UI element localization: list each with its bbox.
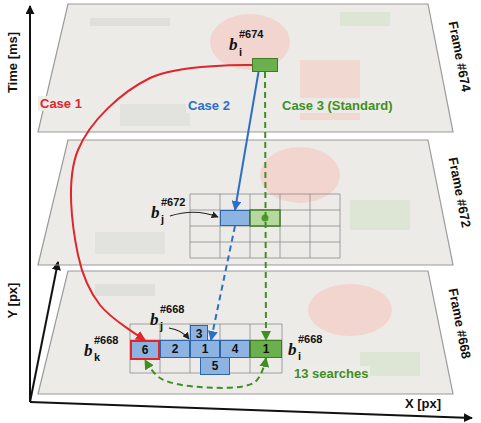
block-subscript: j xyxy=(160,320,163,332)
frame-outline xyxy=(38,140,453,265)
case-label: 13 searches xyxy=(292,366,370,381)
block-subscript: j xyxy=(161,213,164,225)
frame-photo xyxy=(38,4,453,132)
current-block: bi#674 xyxy=(252,58,278,72)
case-arrow xyxy=(265,72,266,340)
search-block: 6 xyxy=(130,340,160,360)
frame-label: Frame #674 xyxy=(446,19,474,92)
block-subscript: i xyxy=(239,46,242,58)
leader-line xyxy=(170,212,218,217)
frame-plane: Frame #672bj#672 xyxy=(38,140,453,265)
block-number: 1 xyxy=(263,342,270,356)
search-block: 1 xyxy=(250,340,282,358)
case-label: Case 2 xyxy=(186,98,232,113)
frame-photo xyxy=(38,271,453,394)
axis-label: Time [ms] xyxy=(6,31,21,92)
block-subscript: i xyxy=(298,350,301,362)
frame-label: Frame #668 xyxy=(446,286,474,359)
search-range-arrow xyxy=(145,358,266,388)
frame-ground xyxy=(38,140,453,265)
photo-patch xyxy=(95,232,165,254)
photo-patch xyxy=(350,200,410,230)
case-label: Case 1 xyxy=(38,96,84,111)
block-symbol: b xyxy=(151,203,160,223)
frame-outline xyxy=(38,271,453,394)
photo-patch xyxy=(308,284,392,336)
leader-line xyxy=(169,328,189,339)
frame-outline xyxy=(38,4,453,132)
search-block: 5 xyxy=(200,357,230,375)
axis-label: Y [px] xyxy=(6,282,21,318)
frame-outline xyxy=(38,271,453,394)
block-symbol: b xyxy=(229,35,238,55)
block-number: 6 xyxy=(142,343,149,357)
frame-superscript: #668 xyxy=(94,334,118,346)
photo-patch xyxy=(210,14,290,70)
block-subscript: k xyxy=(94,351,100,363)
block-number: 4 xyxy=(232,342,239,356)
case-label: Case 3 (Standard) xyxy=(280,98,395,113)
frame-label: Frame #672 xyxy=(446,155,474,228)
frame-superscript: #674 xyxy=(239,28,263,40)
photo-patch xyxy=(260,147,340,203)
frame-superscript: #668 xyxy=(160,303,184,315)
frame-ground xyxy=(38,271,453,394)
search-block: 4 xyxy=(220,340,250,358)
photo-patch xyxy=(340,12,390,26)
frame-outline xyxy=(38,140,453,265)
case-arrow xyxy=(71,65,252,340)
projection-arrow xyxy=(211,226,235,340)
photo-patch xyxy=(120,104,190,126)
block-number: 5 xyxy=(212,359,219,373)
frame-superscript: #672 xyxy=(161,196,185,208)
block-number: 1 xyxy=(202,342,209,356)
block-symbol: b xyxy=(150,310,159,330)
photo-patch xyxy=(90,18,170,26)
frame-ground xyxy=(38,4,453,132)
search-block: 2 xyxy=(160,340,190,358)
block-number: 2 xyxy=(172,342,179,356)
frame-photo xyxy=(38,140,453,265)
photo-patch xyxy=(95,284,155,296)
frame-plane: Frame #6686231415 xyxy=(38,271,453,394)
search-block: 1 xyxy=(190,340,220,358)
block-symbol: b xyxy=(84,341,93,361)
time-axis xyxy=(29,6,31,402)
case-arrow xyxy=(235,72,259,210)
block-number: 3 xyxy=(196,327,203,341)
y-axis xyxy=(30,262,58,402)
axis-label: X [px] xyxy=(405,396,441,411)
matched-block: bj#672 xyxy=(220,210,250,226)
block-symbol: b xyxy=(288,340,297,360)
frame-superscript: #668 xyxy=(298,333,322,345)
